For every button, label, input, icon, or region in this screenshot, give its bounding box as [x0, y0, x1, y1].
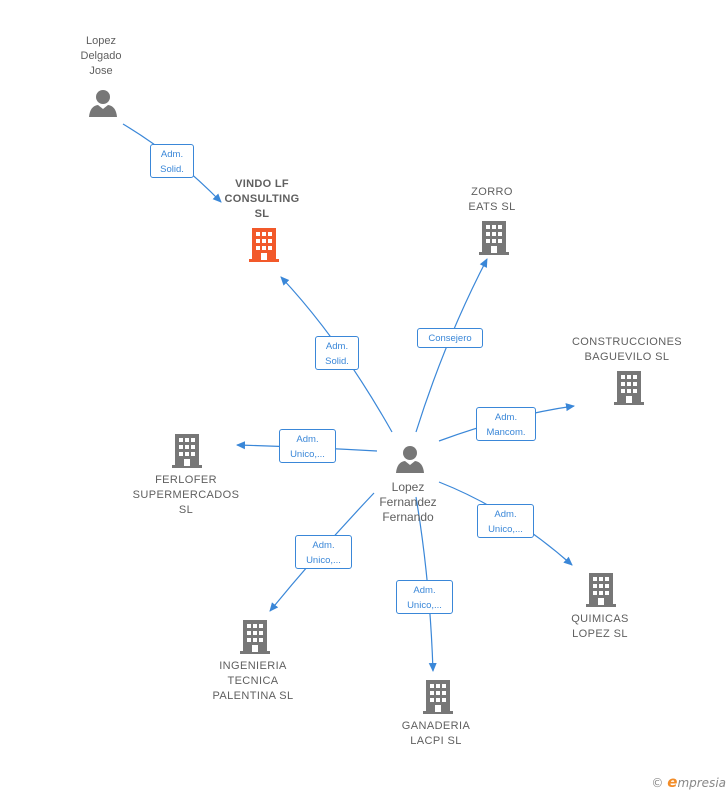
building-icon [240, 620, 270, 654]
person-icon [396, 446, 424, 473]
node-label: GANADERIA LACPI SL [401, 720, 471, 747]
node-label: Lopez Delgado Jose [80, 35, 122, 77]
copyright-symbol: © [651, 776, 664, 790]
building-icon [614, 371, 644, 405]
node-label: QUIMICAS LOPEZ SL [571, 613, 629, 640]
node-label: INGENIERIA TECNICA PALENTINA SL [212, 660, 294, 702]
building-icon [423, 680, 453, 714]
node-label: Lopez Fernandez Fernando [379, 480, 437, 524]
building-icon [479, 221, 509, 255]
edge-label-center-zorro[interactable]: Consejero [417, 328, 483, 348]
edge-label-center-construcciones[interactable]: Adm. Mancom. [476, 407, 536, 441]
brand-logo-initial: e [667, 773, 678, 791]
node-label: CONSTRUCCIONES BAGUEVILO SL [571, 336, 683, 363]
building-icon [249, 228, 279, 262]
edge-label-center-quimicas[interactable]: Adm. Unico,... [477, 504, 534, 538]
edge-label-center-vindo[interactable]: Adm. Solid. [315, 336, 359, 370]
brand-logo-text: mpresia [677, 776, 726, 790]
edge-label-delgado-vindo[interactable]: Adm. Solid. [150, 144, 194, 178]
edge-label-center-ingenieria[interactable]: Adm. Unico,... [295, 535, 352, 569]
person-icon [89, 90, 117, 117]
edge-label-center-ganaderia[interactable]: Adm. Unico,... [396, 580, 453, 614]
building-icon [586, 573, 616, 607]
node-label: ZORRO EATS SL [468, 186, 516, 213]
node-label: VINDO LF CONSULTING SL [224, 178, 300, 220]
edge-label-center-ferlofer[interactable]: Adm. Unico,... [279, 429, 336, 463]
empresia-watermark: © empresia [651, 773, 726, 791]
node-label: FERLOFER SUPERMERCADOS SL [132, 474, 240, 516]
building-icon [172, 434, 202, 468]
